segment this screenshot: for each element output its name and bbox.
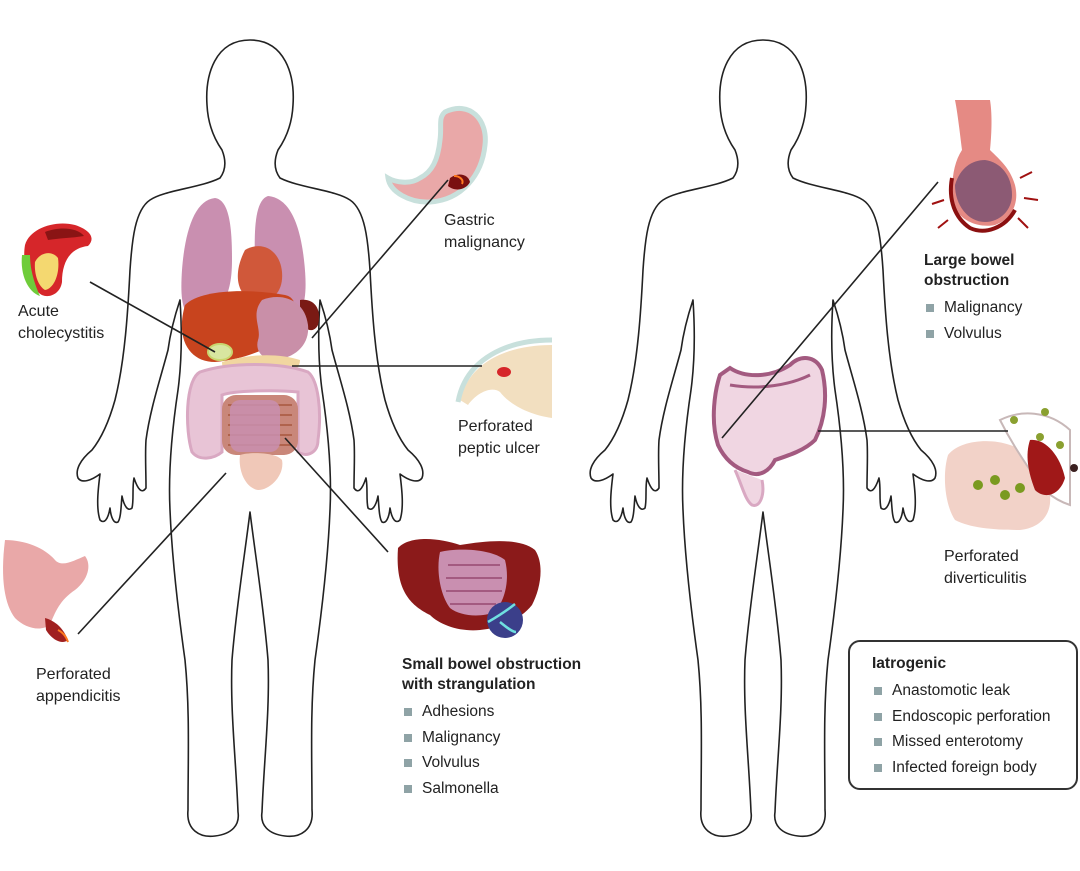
iatrogenic-box: Iatrogenic Anastomotic leak Endoscopic p… [848,640,1078,790]
iatrogenic-group: Iatrogenic Anastomotic leak Endoscopic p… [872,654,1076,780]
gastric-malignancy-illustration [388,108,485,202]
list-item: Infected foreign body [872,755,1076,781]
small-intestine-left [222,395,298,455]
colon-right [714,358,825,505]
list-item: Adhesions [402,699,581,725]
peptic-ulcer-illustration [458,340,552,418]
diverticulitis-illustration [945,408,1078,530]
cholecystitis-illustration [22,224,92,297]
list-item: Malignancy [924,295,1022,321]
list-item: Anastomotic leak [872,678,1076,704]
appendicitis-illustration [3,540,88,642]
strangulated-bowel-illustration [398,539,541,638]
list-item: Endoscopic perforation [872,704,1076,730]
list-item: Volvulus [402,750,581,776]
bladder [240,453,283,490]
list-item: Malignancy [402,725,581,751]
gallbladder [208,344,232,360]
iatrogenic-title: Iatrogenic [872,654,1076,674]
list-item: Volvulus [924,321,1022,347]
list-item: Missed enterotomy [872,729,1076,755]
large-bowel-obstruction-illustration [932,100,1038,231]
list-item: Salmonella [402,776,581,802]
